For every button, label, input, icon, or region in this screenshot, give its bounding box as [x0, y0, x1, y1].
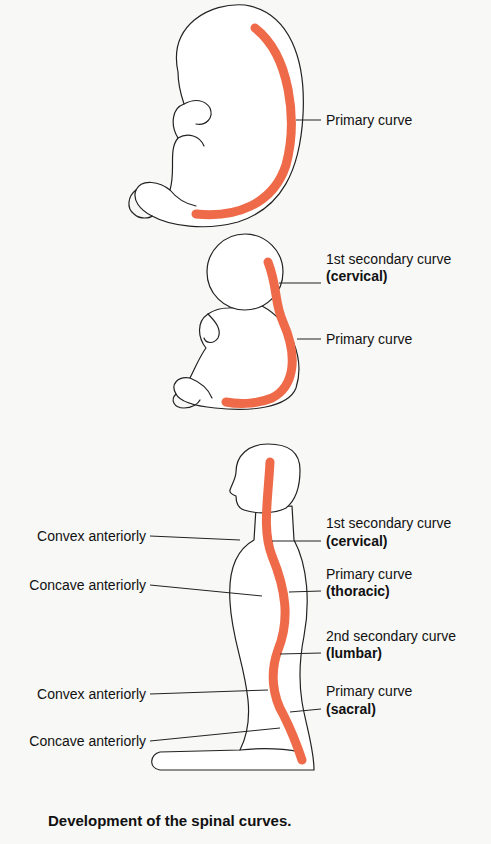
curve-label: Primary curve	[326, 111, 412, 129]
region-label: (thoracic)	[326, 582, 390, 600]
direction-label: Concave anteriorly	[29, 576, 146, 594]
region-label: (sacral)	[326, 700, 376, 718]
direction-label: Convex anteriorly	[37, 685, 146, 703]
leader-line	[297, 339, 321, 340]
leader-line	[290, 709, 321, 712]
leader-line	[150, 728, 280, 741]
leader-line	[289, 591, 321, 592]
fetal-spine	[196, 28, 291, 215]
curve-label: 1st secondary curve	[326, 514, 451, 532]
figure-caption: Development of the spinal curves.	[48, 812, 291, 830]
direction-label: Convex anteriorly	[37, 527, 146, 545]
leader-line	[150, 536, 240, 540]
direction-label: Concave anteriorly	[29, 732, 146, 750]
curve-label: 1st secondary curve	[326, 250, 451, 268]
leader-line	[279, 283, 321, 284]
region-label: (cervical)	[326, 532, 387, 550]
fetus-figure	[129, 5, 303, 227]
curve-label: Primary curve	[326, 330, 412, 348]
adult-figure	[152, 444, 314, 770]
leader-line	[296, 120, 321, 121]
curve-label: 2nd secondary curve	[326, 627, 456, 645]
leader-line	[150, 585, 262, 596]
curve-label: Primary curve	[326, 565, 412, 583]
region-label: (cervical)	[326, 267, 387, 285]
leader-line	[280, 653, 321, 654]
region-label: (lumbar)	[326, 644, 382, 662]
adult-spine	[266, 462, 302, 760]
curve-label: Primary curve	[326, 682, 412, 700]
leader-line	[150, 690, 268, 694]
leader-line	[272, 541, 321, 542]
infant-figure	[173, 234, 299, 409]
